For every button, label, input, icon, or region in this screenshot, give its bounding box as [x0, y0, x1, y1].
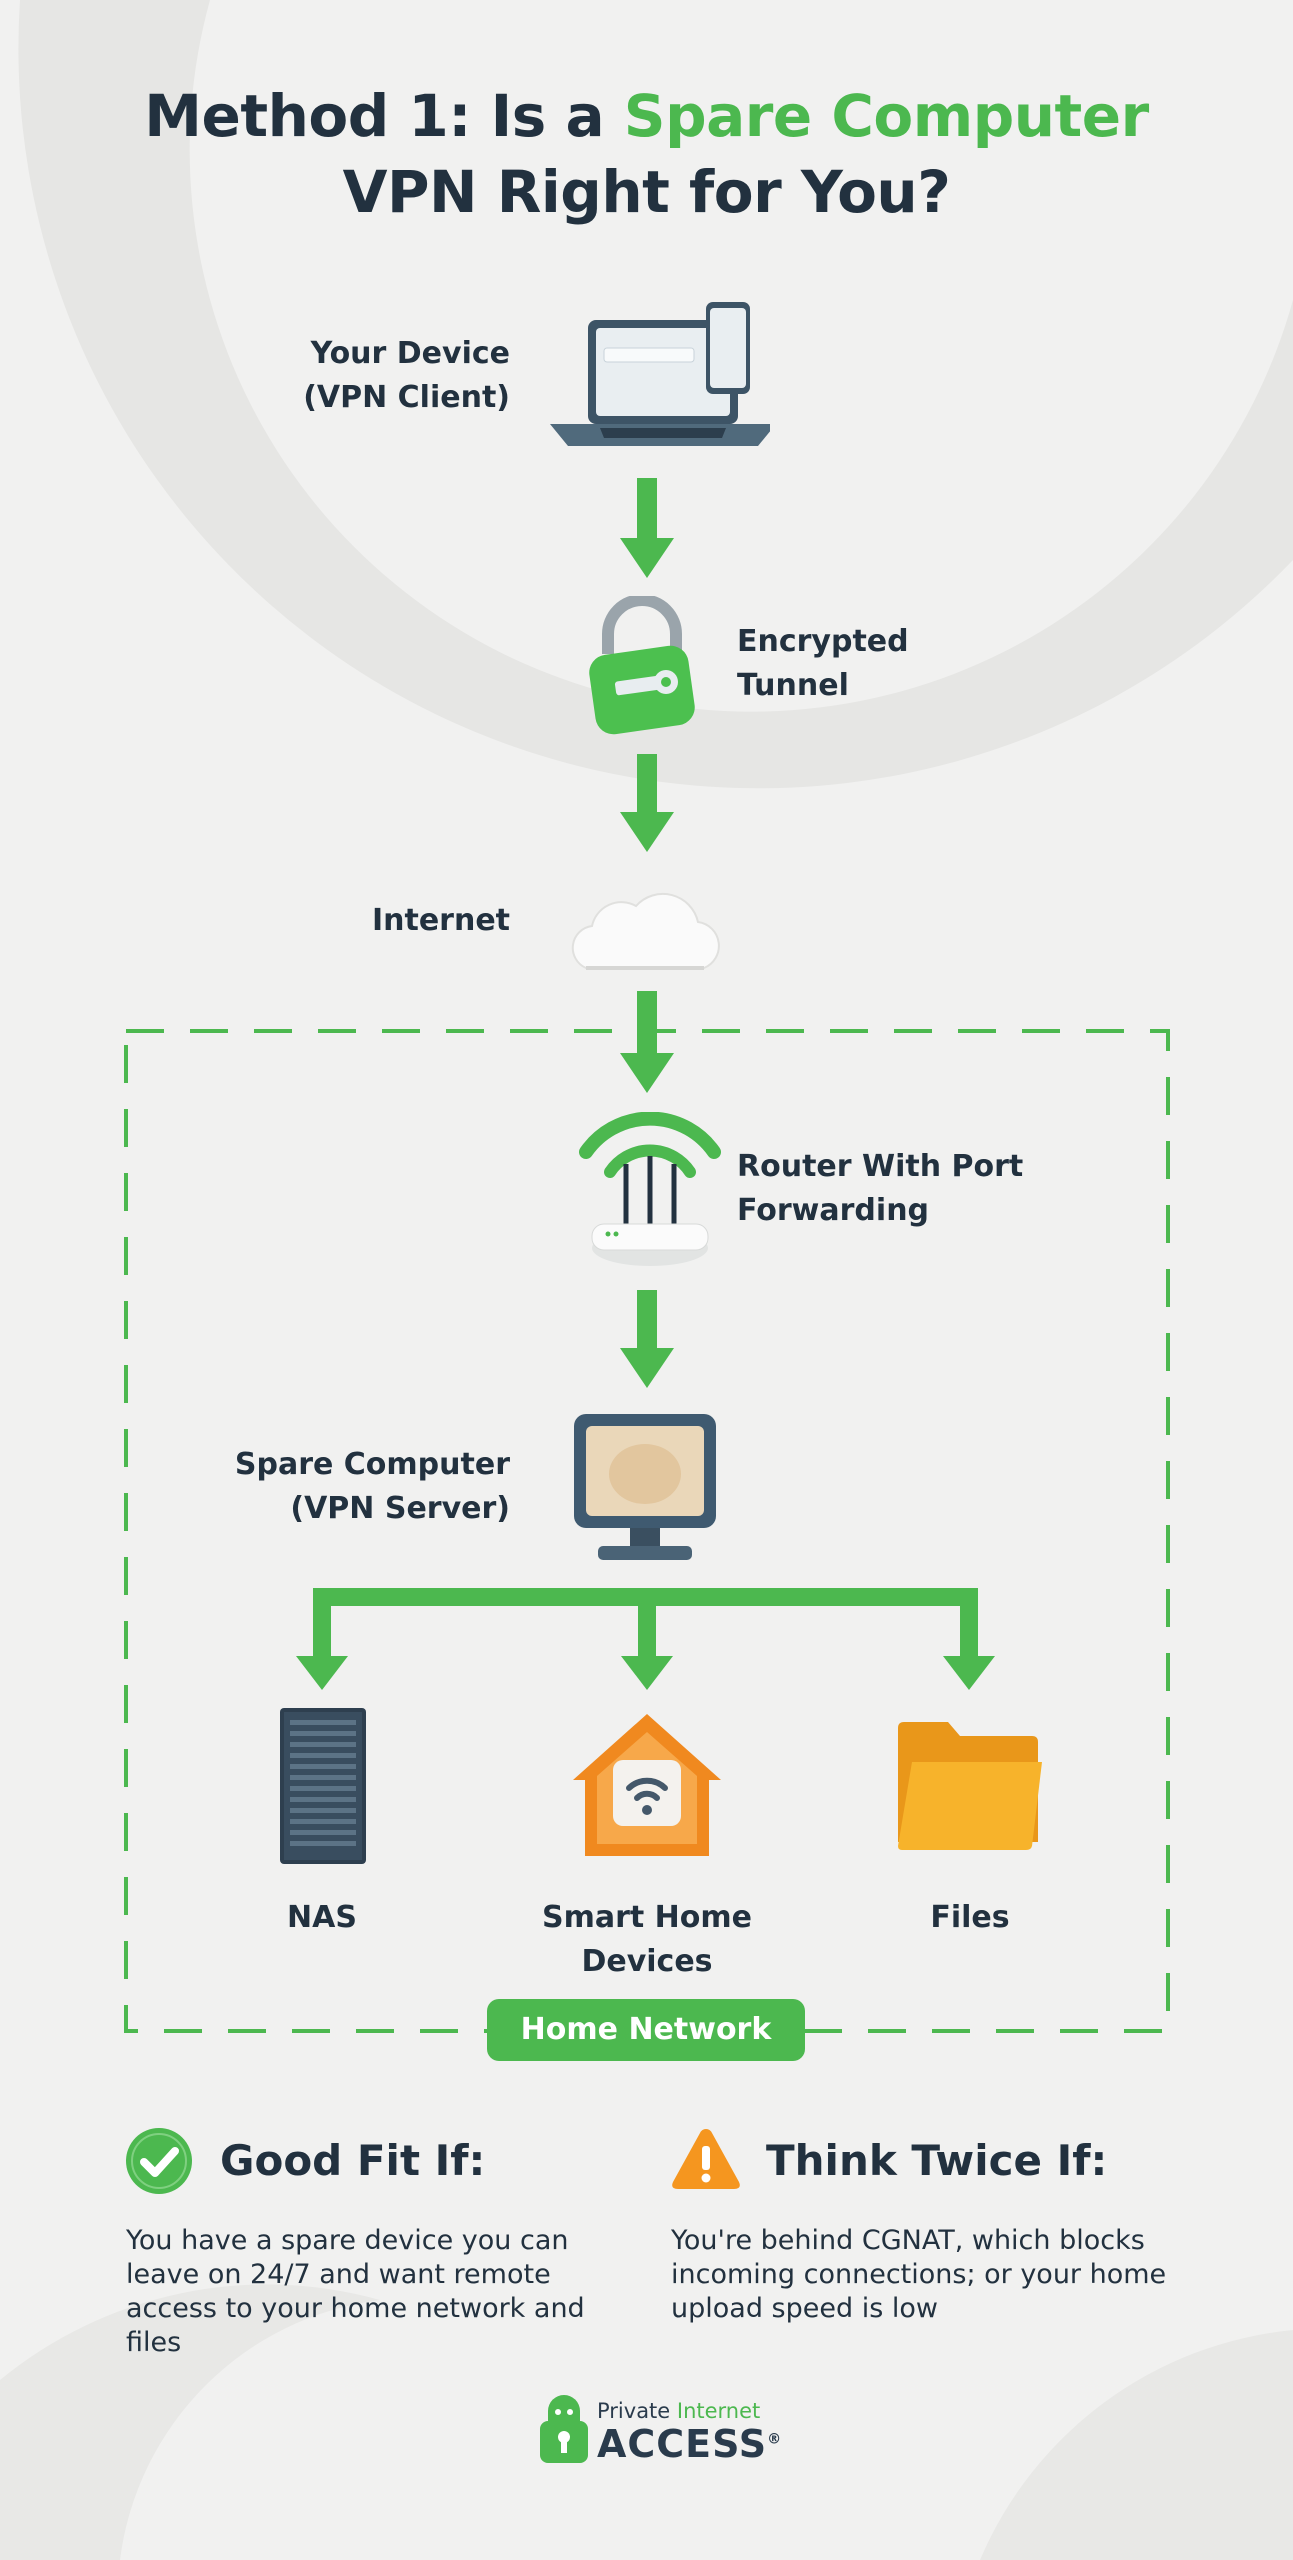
- title-highlight: Spare Computer: [623, 82, 1149, 150]
- nas-label: NAS: [287, 1900, 357, 1935]
- page-title: Method 1: Is a Spare Computer VPN Right …: [144, 82, 1149, 226]
- pia-robot-lock-icon: [540, 2395, 588, 2463]
- device-label: Your Device (VPN Client): [303, 336, 510, 415]
- internet-label: Internet: [371, 903, 510, 938]
- arrow-router-to-server: [637, 1290, 657, 1352]
- arrow-tunnel-to-internet: [637, 754, 657, 816]
- home-network-badge: Home Network: [487, 1999, 805, 2061]
- arrow-internet-to-router: [637, 991, 657, 1057]
- files-label: Files: [930, 1900, 1010, 1935]
- good-fit-body: You have a spare device you can leave on…: [126, 2225, 585, 2358]
- server-rack-icon: [280, 1708, 366, 1864]
- check-circle-icon: [126, 2128, 192, 2194]
- logo-line1: Private Internet: [597, 2399, 761, 2423]
- good-fit-title: Good Fit If:: [220, 2136, 486, 2185]
- tunnel-label: Encrypted Tunnel: [737, 624, 909, 703]
- laptop-phone-icon: [550, 302, 770, 446]
- padlock-key-icon: [589, 596, 695, 735]
- smart-home-label: Smart Home Devices: [541, 1900, 752, 1979]
- think-twice-title: Think Twice If:: [766, 2136, 1108, 2185]
- warning-triangle-icon: [672, 2129, 740, 2189]
- router-label: Router With Port Forwarding: [737, 1149, 1024, 1228]
- server-label: Spare Computer (VPN Server): [234, 1447, 510, 1526]
- arrow-device-to-tunnel: [637, 478, 657, 542]
- think-twice-body: You're behind CGNAT, which blocks incomi…: [671, 2225, 1167, 2324]
- wifi-router-icon: [579, 1112, 721, 1266]
- cloud-icon: [571, 892, 720, 970]
- monitor-icon: [574, 1414, 716, 1560]
- folder-icon: [898, 1722, 1042, 1850]
- logo-line2: ACCESS®: [597, 2422, 783, 2466]
- smart-home-icon: [573, 1714, 721, 1856]
